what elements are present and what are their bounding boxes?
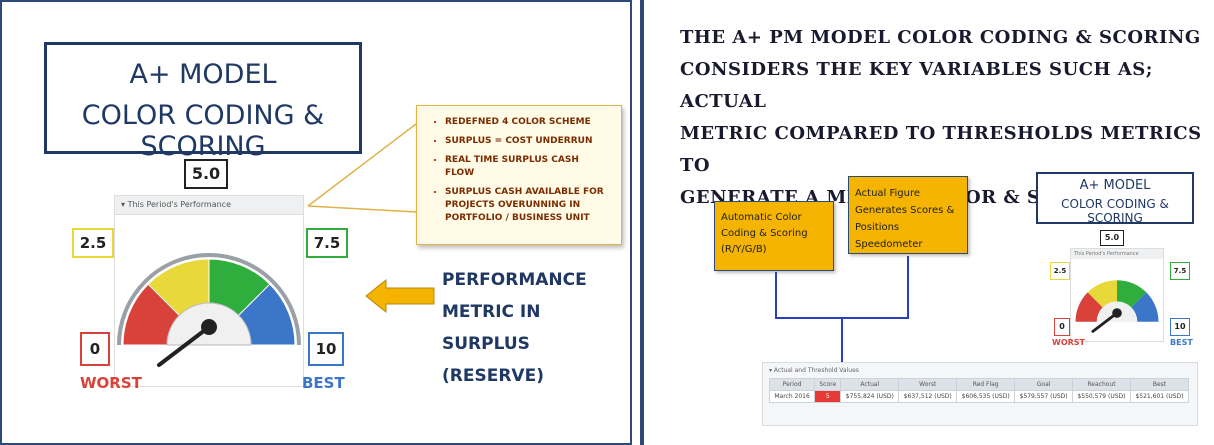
scale-box-0: 0: [80, 332, 110, 366]
mini-gauge-header: This Period's Performance: [1071, 249, 1163, 259]
perf-line-3: SURPLUS (RESERVE): [442, 334, 544, 386]
heading-line-2: CONSIDERS THE KEY VARIABLES SUCH AS; ACT…: [680, 59, 1153, 112]
threshold-caption-label: Actual and Threshold Values: [773, 367, 859, 374]
collapse-icon: ▾: [121, 200, 128, 209]
mini-title-line1: A+ MODEL: [1079, 178, 1151, 193]
threshold-collapse-icon: ▾: [769, 367, 774, 374]
mini-gauge-segment-yellow: [1087, 280, 1117, 308]
model-title-box: A+ MODEL COLOR CODING & SCORING: [44, 42, 362, 162]
mini-gauge-segment-green: [1117, 280, 1147, 308]
mini-gauge-segment-blue: [1131, 292, 1159, 322]
callout-connector: [307, 123, 417, 213]
feature-item: REAL TIME SURPLUS CASH FLOW: [445, 154, 611, 180]
table-cell: $637,512 (USD): [898, 390, 958, 403]
threshold-header-row: Period Score Actual Worst Red Flag Goal …: [768, 378, 1190, 391]
table-header-cell: Best: [1129, 378, 1190, 391]
table-cell: $550,579 (USD): [1072, 390, 1131, 403]
model-title-line2: COLOR CODING & SCORING: [81, 100, 325, 162]
feature-item: REDEFNED 4 COLOR SCHEME: [445, 116, 611, 129]
table-cell: $606,535 (USD): [956, 390, 1016, 403]
left-panel: A+ MODEL COLOR CODING & SCORING 5.0 ▾ Th…: [0, 0, 632, 445]
speedometer-gauge: [117, 253, 301, 367]
actual-figure-text: Actual Figure Generates Scores & Positio…: [855, 188, 955, 250]
gauge-header: ▾ This Period's Performance: [115, 196, 303, 215]
worst-label: WORST: [80, 374, 142, 392]
mini-gauge-widget: This Period's Performance: [1070, 248, 1164, 342]
mini-gauge-needle: [1091, 311, 1119, 333]
scale-box-7-5: 7.5: [306, 228, 348, 258]
left-arrow-icon: [365, 278, 435, 314]
feature-item: SURPLUS CASH AVAILABLE FOR PROJECTS OVER…: [445, 186, 611, 225]
gauge-needle: [157, 325, 211, 367]
table-header-cell: Actual: [840, 378, 900, 391]
mini-scale-box-0: 0: [1054, 318, 1070, 336]
threshold-caption: ▾ Actual and Threshold Values: [763, 363, 1197, 378]
table-header-cell: Red Flag: [956, 378, 1016, 391]
table-cell: $755,824 (USD): [840, 390, 900, 403]
heading-line-3: METRIC COMPARED TO THRESHOLDS METRICS TO: [680, 123, 1202, 176]
table-cell: $579,557 (USD): [1014, 390, 1074, 403]
model-title-line1: A+ MODEL: [129, 59, 277, 90]
current-score-box: 5.0: [184, 159, 228, 189]
mini-scale-box-10: 10: [1170, 318, 1190, 336]
right-panel: THE A+ PM MODEL COLOR CODING & SCORING C…: [640, 0, 1214, 445]
mini-speedometer-gauge: [1075, 280, 1159, 333]
mini-worst-label: WORST: [1052, 338, 1086, 347]
table-header-cell: Score: [814, 378, 842, 391]
gauge-bezel: [117, 253, 301, 346]
mini-gauge-needle-pivot: [1112, 308, 1122, 318]
table-header-cell: Goal: [1014, 378, 1074, 391]
features-note: REDEFNED 4 COLOR SCHEME SURPLUS = COST U…: [416, 105, 622, 245]
mini-scale-box-2-5: 2.5: [1050, 262, 1070, 280]
mini-best-label: BEST: [1170, 338, 1193, 347]
mini-gauge-segment-red: [1075, 292, 1103, 322]
table-row: March 2016 5 $755,824 (USD) $637,512 (US…: [768, 390, 1190, 403]
table-cell: $521,601 (USD): [1129, 390, 1190, 403]
gauge-needle-pivot: [201, 319, 217, 335]
table-header-cell: Period: [768, 378, 816, 391]
perf-line-1: PERFORMANCE: [442, 270, 587, 290]
features-list: REDEFNED 4 COLOR SCHEME SURPLUS = COST U…: [417, 106, 621, 225]
heading-line-1: THE A+ PM MODEL COLOR CODING & SCORING: [680, 27, 1201, 48]
actual-figure-box: Actual Figure Generates Scores & Positio…: [848, 176, 968, 254]
best-label: BEST: [302, 374, 345, 392]
mini-score-box: 5.0: [1100, 230, 1124, 246]
performance-label: PERFORMANCE METRIC IN SURPLUS (RESERVE): [442, 264, 630, 392]
mini-title-line2: COLOR CODING & SCORING: [1061, 197, 1169, 225]
scale-box-10: 10: [308, 332, 344, 366]
auto-color-box: Automatic Color Coding & Scoring (R/Y/G/…: [714, 201, 834, 271]
table-header-cell: Reachout: [1072, 378, 1131, 391]
table-cell: March 2016: [768, 390, 816, 403]
mini-scale-box-7-5: 7.5: [1170, 262, 1190, 280]
perf-line-2: METRIC IN: [442, 302, 541, 322]
mini-title-box: A+ MODEL COLOR CODING & SCORING: [1036, 172, 1194, 225]
threshold-table: Period Score Actual Worst Red Flag Goal …: [768, 378, 1190, 403]
gauge-widget: ▾ This Period's Performance: [114, 195, 304, 387]
score-cell: 5: [814, 390, 842, 403]
scale-box-2-5: 2.5: [72, 228, 114, 258]
gauge-header-label: This Period's Performance: [127, 200, 232, 209]
threshold-panel: ▾ Actual and Threshold Values Period Sco…: [762, 362, 1198, 426]
auto-color-text: Automatic Color Coding & Scoring (R/Y/G/…: [721, 212, 808, 255]
feature-item: SURPLUS = COST UNDERRUN: [445, 135, 611, 148]
table-header-cell: Worst: [898, 378, 958, 391]
